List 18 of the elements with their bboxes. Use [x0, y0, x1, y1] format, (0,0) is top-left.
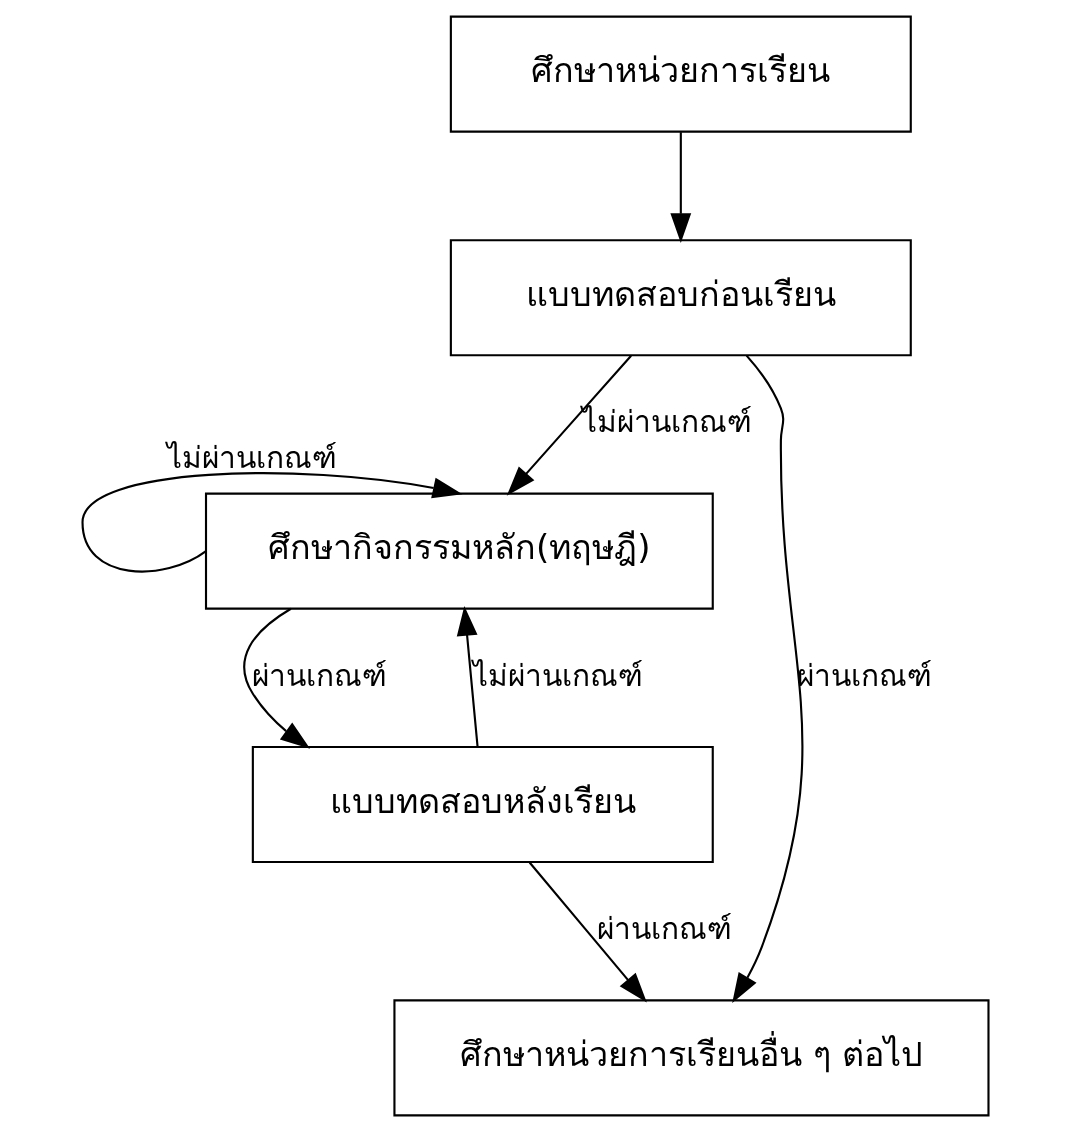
edge-label: ผ่านเกณฑ์: [596, 911, 732, 947]
edge-label: ไม่ผ่านเกณฑ์: [166, 439, 337, 475]
node-box: ศึกษากิจกรรมหลัก(ทฤษฎี): [204, 492, 714, 610]
edge-label: ผ่านเกณฑ์: [251, 657, 387, 693]
node-box: แบบทดสอบหลังเรียน: [251, 745, 714, 864]
edge-label: ไม่ผ่านเกณฑ์: [581, 404, 752, 440]
arrow: [242, 607, 310, 749]
arrow: [528, 861, 647, 1003]
arrow: [669, 132, 691, 243]
node-box: ศึกษาหน่วยการเรียน: [449, 15, 912, 133]
edge-label: ไม่ผ่านเกณฑ์: [472, 657, 643, 693]
arrow: [456, 605, 479, 747]
arrow: [506, 355, 632, 496]
node-box: แบบทดสอบก่อนเรียน: [449, 239, 912, 357]
node-box: ศึกษาหน่วยการเรียนอื่น ๆ ต่อไป: [392, 999, 990, 1117]
edge-label: ผ่านเกณฑ์: [796, 657, 932, 693]
arrow: [731, 354, 803, 1003]
arrow: [80, 472, 463, 573]
